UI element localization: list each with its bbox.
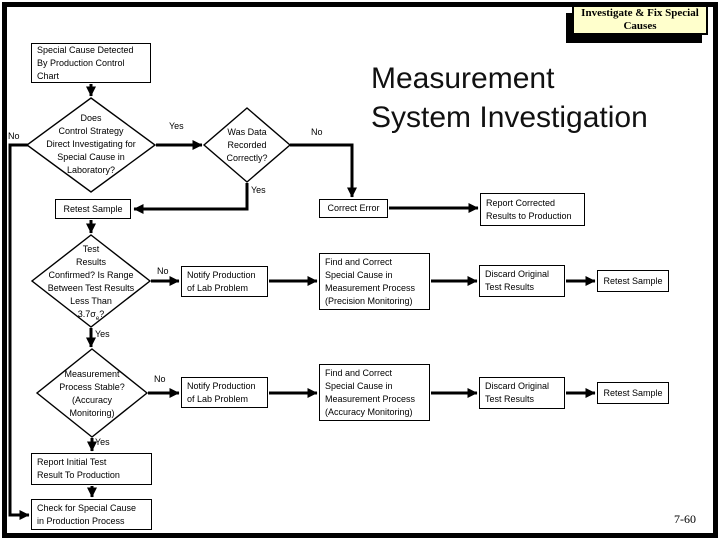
header-badge: Investigate & Fix Special Causes <box>572 5 708 35</box>
node-report-corrected-results: Report Corrected Results to Production <box>480 193 585 226</box>
label-no-process-stable: No <box>154 374 166 384</box>
node-report-initial-test: Report Initial Test Result To Production <box>31 453 152 485</box>
node-notify-production-1: Notify Production of Lab Problem <box>181 266 268 297</box>
node-retest-sample-2: Retest Sample <box>597 270 669 292</box>
label-no-control-strategy: No <box>8 131 20 141</box>
node-special-cause-detected: Special Cause Detected By Production Con… <box>31 43 151 83</box>
label-yes-data-recorded: Yes <box>251 185 266 195</box>
process-stable-diamond-shape <box>35 348 149 438</box>
control-strategy-diamond-shape <box>25 97 157 193</box>
decision-test-results-text: Test Results Confirmed? Is Range Between… <box>47 244 135 319</box>
decision-data-recorded: Was Data Recorded Correctly? <box>226 127 268 163</box>
data-recorded-diamond-shape <box>202 107 292 183</box>
test-results-diamond-shape <box>30 234 152 328</box>
connector-d1-no-to-check <box>8 143 30 520</box>
decision-control-strategy: Does Control Strategy Direct Investigati… <box>46 113 136 175</box>
node-check-special-cause: Check for Special Cause in Production Pr… <box>31 499 152 530</box>
label-yes-control-strategy: Yes <box>169 121 184 131</box>
sigma-e-subscript: e <box>95 315 100 322</box>
connector-d2-no-to-correct-error <box>290 143 357 198</box>
decision-test-results-question-mark: ? <box>99 309 105 319</box>
node-discard-original-2: Discard Original Test Results <box>479 377 565 409</box>
decision-process-stable: Measurement Process Stable? (Accuracy Mo… <box>59 369 125 418</box>
node-discard-original-1: Discard Original Test Results <box>479 265 565 297</box>
decision-test-results-confirmed: Test Results Confirmed? Is Range Between… <box>34 243 148 322</box>
node-find-correct-accuracy: Find and Correct Special Cause in Measur… <box>319 364 430 421</box>
label-no-data-recorded: No <box>311 127 323 137</box>
node-retest-sample-3: Retest Sample <box>597 382 669 404</box>
slide-title: Measurement System Investigation <box>371 62 648 134</box>
page-number: 7-60 <box>674 512 696 526</box>
label-yes-process-stable: Yes <box>95 437 110 447</box>
node-find-correct-precision: Find and Correct Special Cause in Measur… <box>319 253 430 310</box>
label-yes-test-results: Yes <box>95 329 110 339</box>
node-correct-error: Correct Error <box>319 199 388 218</box>
label-no-test-results: No <box>157 266 169 276</box>
node-notify-production-2: Notify Production of Lab Problem <box>181 377 268 408</box>
node-retest-sample-1: Retest Sample <box>55 199 131 219</box>
connector-d2-yes-to-retest1 <box>133 183 249 214</box>
